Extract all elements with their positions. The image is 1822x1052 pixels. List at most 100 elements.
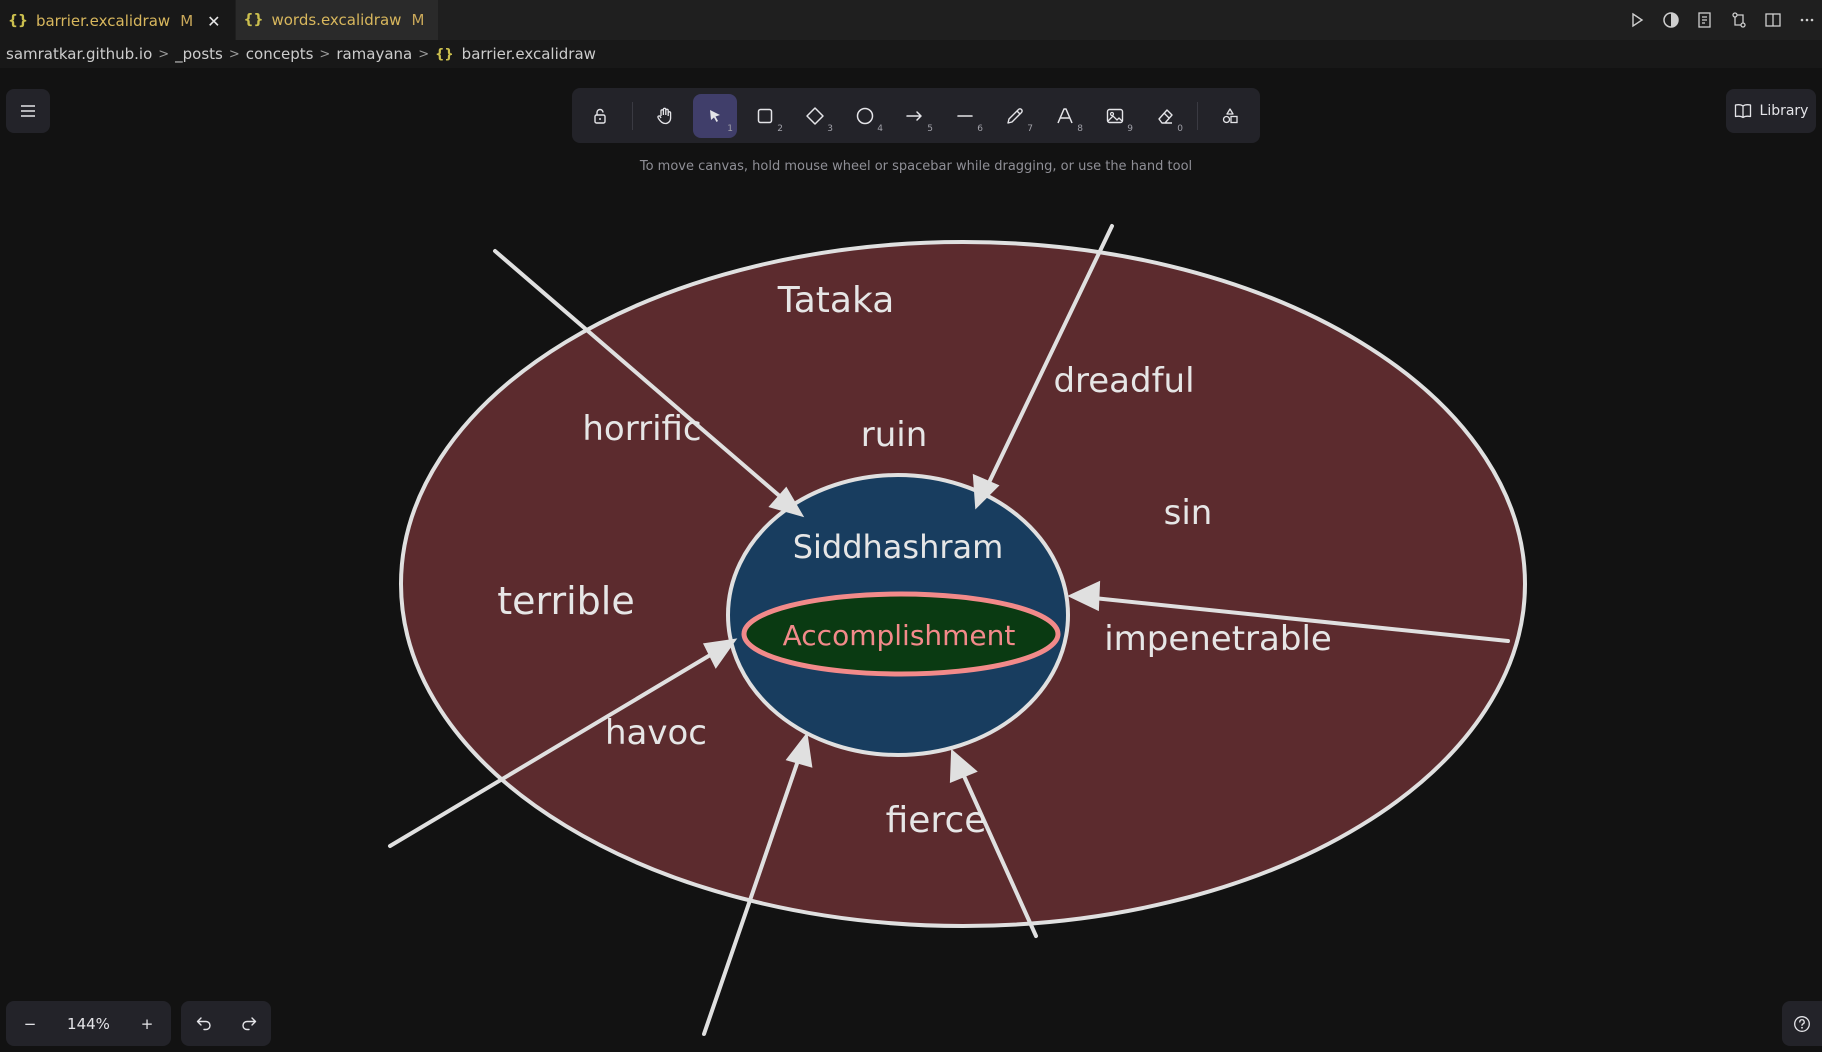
hand-tool-button[interactable] — [643, 94, 687, 138]
arrow-right-icon — [906, 110, 922, 121]
main-menu-button[interactable] — [6, 89, 50, 133]
breadcrumb-file[interactable]: barrier.excalidraw — [461, 45, 596, 63]
word-impenetrable[interactable]: impenetrable — [1104, 619, 1332, 659]
word-fierce[interactable]: fierce — [886, 800, 987, 841]
run-icon[interactable] — [1628, 11, 1646, 29]
shortcut-key: 5 — [927, 123, 933, 134]
lock-tool-button[interactable] — [578, 94, 622, 138]
eraser-tool-button[interactable]: 0 — [1143, 94, 1187, 138]
word-terrible[interactable]: terrible — [497, 579, 634, 623]
toolbar-divider — [632, 101, 633, 130]
center-label[interactable]: Siddhashram — [793, 528, 1004, 566]
core-label[interactable]: Accomplishment — [783, 619, 1016, 652]
word-horrific[interactable]: horrific — [582, 409, 701, 449]
arrowhead — [702, 638, 738, 669]
shortcut-key: 8 — [1077, 123, 1083, 134]
hamburger-icon — [21, 105, 35, 117]
word-tataka[interactable]: Tataka — [777, 280, 895, 321]
breadcrumb-item[interactable]: samratkar.github.io — [6, 45, 153, 63]
help-icon — [1794, 1015, 1810, 1032]
more-icon[interactable] — [1798, 11, 1816, 29]
compare-icon[interactable] — [1730, 11, 1748, 29]
json-file-icon: {} — [435, 46, 454, 62]
diamond-tool-button[interactable]: 3 — [793, 94, 837, 138]
shortcut-key: 7 — [1027, 123, 1033, 134]
pointer-icon — [710, 109, 720, 122]
zoom-controls: − 144% + — [6, 1001, 171, 1046]
theme-toggle-icon[interactable] — [1662, 11, 1680, 29]
tab-words-excalidraw[interactable]: {} words.excalidraw M — [234, 0, 439, 40]
editor-actions — [1628, 0, 1816, 40]
redo-button[interactable] — [240, 1013, 258, 1035]
open-changes-icon[interactable] — [1696, 11, 1714, 29]
undo-icon — [196, 1016, 211, 1030]
arrow-fierce[interactable] — [957, 763, 1038, 938]
word-dreadful[interactable]: dreadful — [1053, 361, 1194, 401]
arrow-dreadful[interactable] — [982, 224, 1114, 495]
drawing-svg: Tataka dreadful horrific ruin sin terrib… — [388, 224, 1527, 1036]
arrow-impenetrable[interactable] — [1082, 595, 1510, 643]
tab-label: words.excalidraw — [271, 11, 402, 29]
help-button[interactable] — [1782, 1001, 1822, 1046]
extra-tools-button[interactable] — [1208, 94, 1252, 138]
shortcut-key: 4 — [877, 123, 883, 134]
arrow-tool-button[interactable]: 5 — [893, 94, 937, 138]
redo-icon — [241, 1016, 256, 1030]
library-button[interactable]: Library — [1726, 89, 1816, 133]
rectangle-tool-button[interactable]: 2 — [743, 94, 787, 138]
word-havoc[interactable]: havoc — [605, 713, 707, 753]
arrowhead — [1067, 580, 1101, 612]
draw-tool-button[interactable]: 7 — [993, 94, 1037, 138]
lock-icon — [594, 108, 606, 124]
shortcut-key: 6 — [977, 123, 983, 134]
eraser-icon — [1158, 108, 1173, 124]
arrowhead — [949, 748, 978, 784]
line-tool-button[interactable]: 6 — [943, 94, 987, 138]
selection-tool-button[interactable]: 1 — [693, 93, 737, 138]
arrowhead — [768, 486, 805, 518]
arrow-bottom-left[interactable] — [702, 747, 804, 1036]
undo-button[interactable] — [195, 1013, 213, 1035]
modified-indicator: M — [180, 12, 194, 30]
shortcut-key: 9 — [1127, 123, 1133, 134]
zoom-level[interactable]: 144% — [67, 1014, 110, 1033]
excalidraw-canvas[interactable]: Tataka dreadful horrific ruin sin terrib… — [0, 68, 1822, 1052]
image-icon — [1106, 108, 1124, 123]
breadcrumb-item[interactable]: concepts — [245, 45, 314, 63]
undo-redo-controls — [181, 1001, 271, 1046]
zoom-in-button[interactable]: + — [140, 1014, 154, 1033]
arrowhead — [972, 473, 1000, 510]
close-icon[interactable]: ✕ — [207, 11, 221, 31]
arrow-havoc[interactable] — [388, 646, 724, 848]
image-tool-button[interactable]: 9 — [1093, 94, 1137, 138]
arrowhead — [785, 732, 813, 768]
pencil-icon — [1007, 107, 1023, 124]
accomplishment-ellipse[interactable] — [741, 591, 1061, 677]
ellipse-tool-button[interactable]: 4 — [843, 94, 887, 138]
shortcut-key: 0 — [1177, 123, 1183, 134]
json-file-icon: {} — [243, 12, 264, 28]
breadcrumb: samratkar.github.io > _posts > concepts … — [0, 40, 1822, 68]
library-label: Library — [1759, 103, 1809, 119]
chevron-right-icon: > — [228, 46, 240, 62]
zoom-out-button[interactable]: − — [23, 1014, 37, 1033]
text-icon — [1057, 107, 1073, 123]
arrow-horrific[interactable] — [493, 249, 792, 507]
line-icon — [957, 114, 973, 117]
hand-icon — [657, 107, 672, 124]
shortcut-key: 1 — [727, 123, 733, 134]
word-sin[interactable]: sin — [1164, 493, 1213, 533]
shapes-toolbar: 1 2 3 4 5 6 7 — [572, 88, 1260, 143]
ellipse-icon — [856, 107, 874, 124]
word-ruin[interactable]: ruin — [861, 415, 928, 455]
modified-indicator: M — [411, 11, 425, 29]
chevron-right-icon: > — [319, 46, 331, 62]
text-tool-button[interactable]: 8 — [1043, 94, 1087, 138]
shortcut-key: 3 — [827, 123, 833, 134]
breadcrumb-item[interactable]: _posts — [175, 45, 223, 63]
diamond-icon — [806, 106, 824, 125]
breadcrumb-item[interactable]: ramayana — [336, 45, 413, 63]
split-editor-icon[interactable] — [1764, 11, 1782, 29]
tab-barrier-excalidraw[interactable]: {} barrier.excalidraw M ✕ — [0, 0, 235, 40]
shapes-icon — [1222, 107, 1238, 123]
